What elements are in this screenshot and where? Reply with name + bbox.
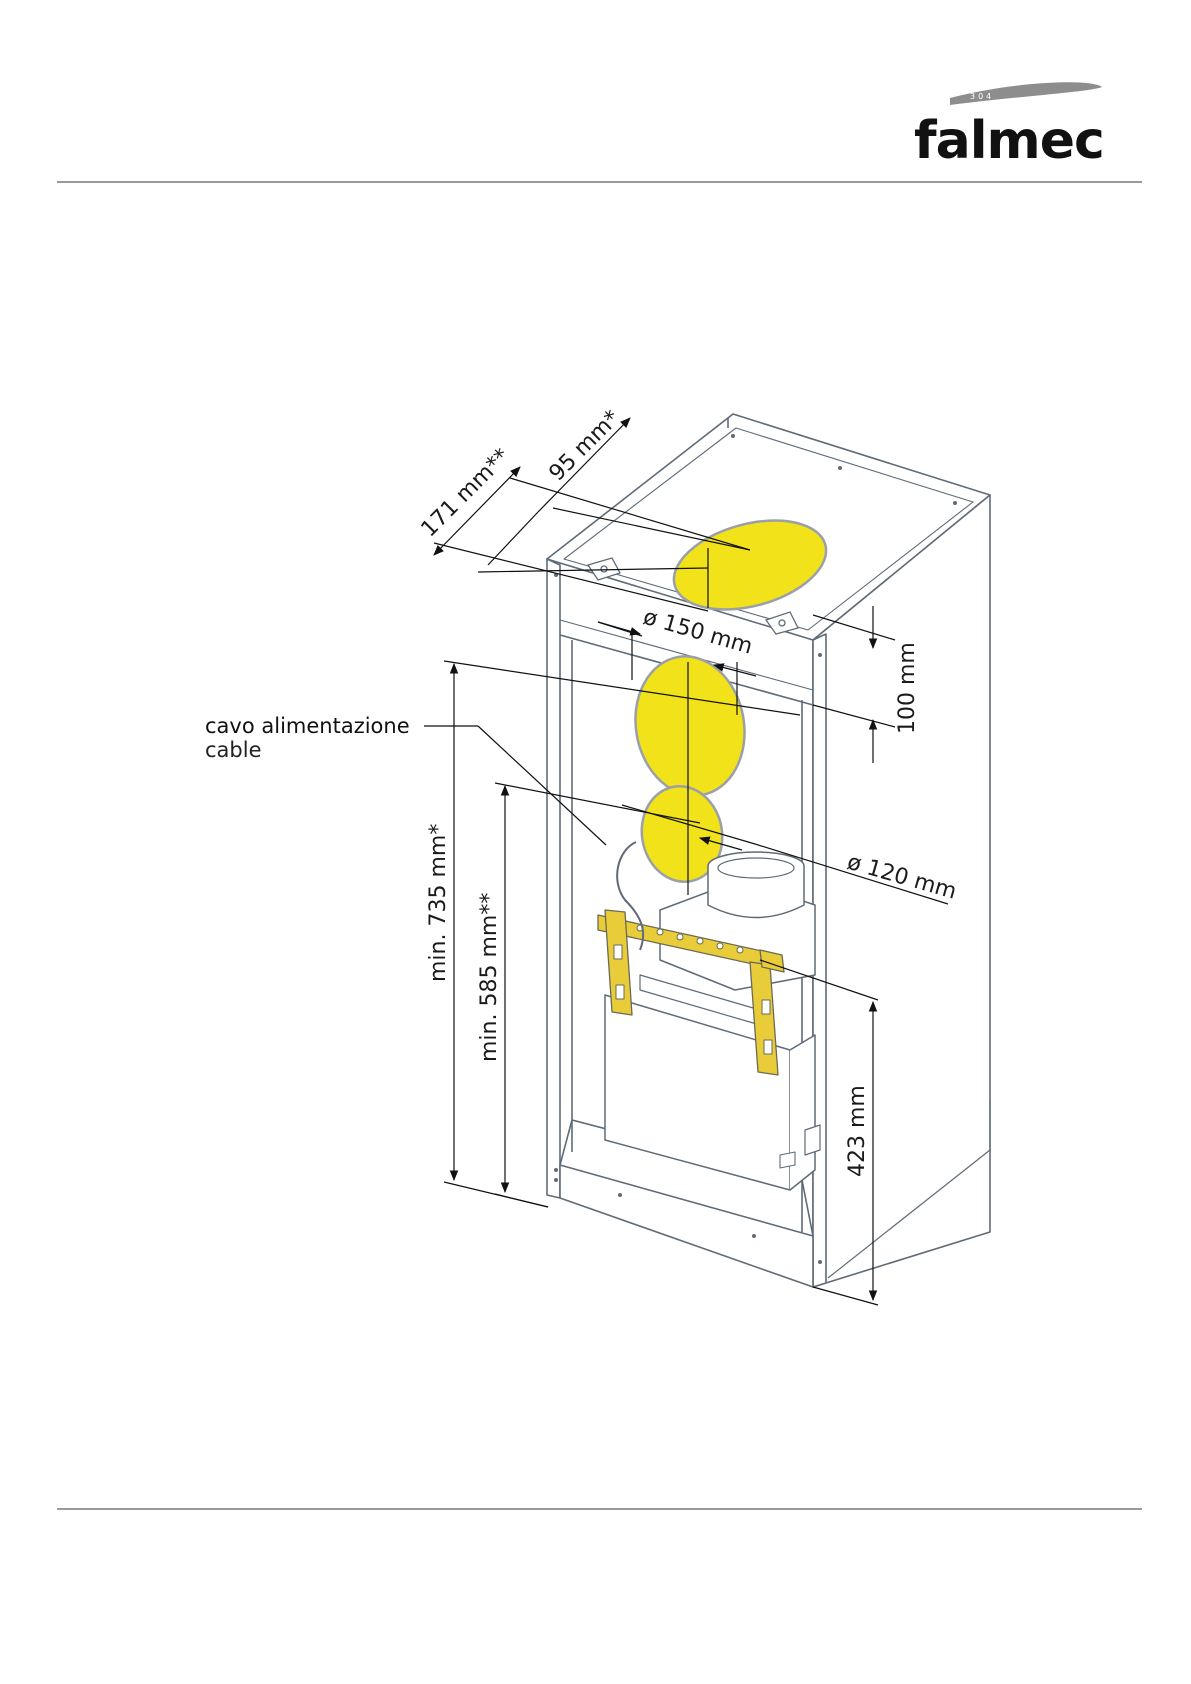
dim-171: 171 mm** xyxy=(417,444,515,542)
logo-badge: 304 xyxy=(970,92,995,101)
dim-95: 95 mm* xyxy=(545,406,626,487)
mounting-tabs xyxy=(586,557,799,635)
duct-cutouts xyxy=(634,519,828,884)
falmec-logo: 304 falmec xyxy=(900,78,1150,178)
power-cable xyxy=(616,841,645,951)
top-cutout xyxy=(672,519,828,611)
dim-585: min. 585 mm** xyxy=(477,893,502,1062)
back-cutout-120 xyxy=(640,784,724,884)
callout-subtitle: cable xyxy=(205,738,262,762)
dimension-lines xyxy=(424,417,949,1306)
callout-title: cavo alimentazione xyxy=(205,714,410,738)
cabinet xyxy=(546,413,991,1288)
logo-swoosh xyxy=(950,82,1102,105)
footer-divider xyxy=(57,1508,1142,1510)
header-divider xyxy=(57,181,1142,183)
logo-wordmark: falmec xyxy=(914,111,1105,171)
dim-100: 100 mm xyxy=(895,642,920,734)
dim-735: min. 735 mm* xyxy=(426,824,451,982)
dim-423: 423 mm xyxy=(845,1085,870,1177)
motor-unit xyxy=(604,851,821,1191)
screw-dots xyxy=(554,434,957,1264)
